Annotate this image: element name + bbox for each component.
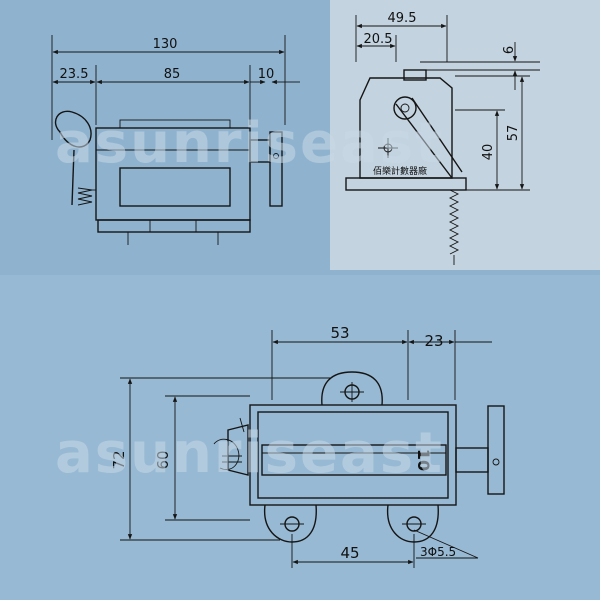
watermark-bottom: asunriseast [55,421,444,486]
bottom-handle [487,405,505,495]
manufacturer-label: 佰樂計數器廠 [373,165,427,177]
dim-shaft: 6 [502,46,517,54]
side-spring [448,189,460,255]
dim-height: 57 [506,125,521,142]
dim-right: 10 [258,67,275,82]
bottom-view: 53 23 72 60 10 [110,324,505,568]
lever-knob [54,110,92,148]
dim-overall: 130 [153,37,178,52]
dim-left: 23.5 [60,67,89,82]
watermark-top: asunriseast [55,111,444,176]
counter-digits: 10 [414,449,433,471]
counter-frame [257,411,449,499]
top-mount-ear [321,371,383,406]
bottom-lever [227,424,249,476]
dim-top-b: 23 [424,332,443,350]
dim-offset: 20.5 [364,32,393,47]
dim-top-a: 53 [330,324,349,342]
dim-height: 72 [110,450,128,469]
dim-mid: 40 [481,144,496,161]
side-view: 49.5 20.5 6 57 40 佰樂計數器廠 [345,11,540,265]
dim-inner: 60 [154,450,172,469]
bottom-band [0,275,600,600]
side-lever-arm [395,97,463,179]
dim-width: 49.5 [388,11,417,26]
counter-window [119,167,231,207]
counter-display [261,444,447,476]
side-shaft-hub [393,96,417,120]
hole-spec: 3Φ5.5 [420,545,456,559]
dim-body: 85 [164,67,181,82]
front-view: 130 23.5 85 10 [51,35,300,245]
base-plate [97,219,251,233]
dim-holes: 45 [340,544,359,562]
